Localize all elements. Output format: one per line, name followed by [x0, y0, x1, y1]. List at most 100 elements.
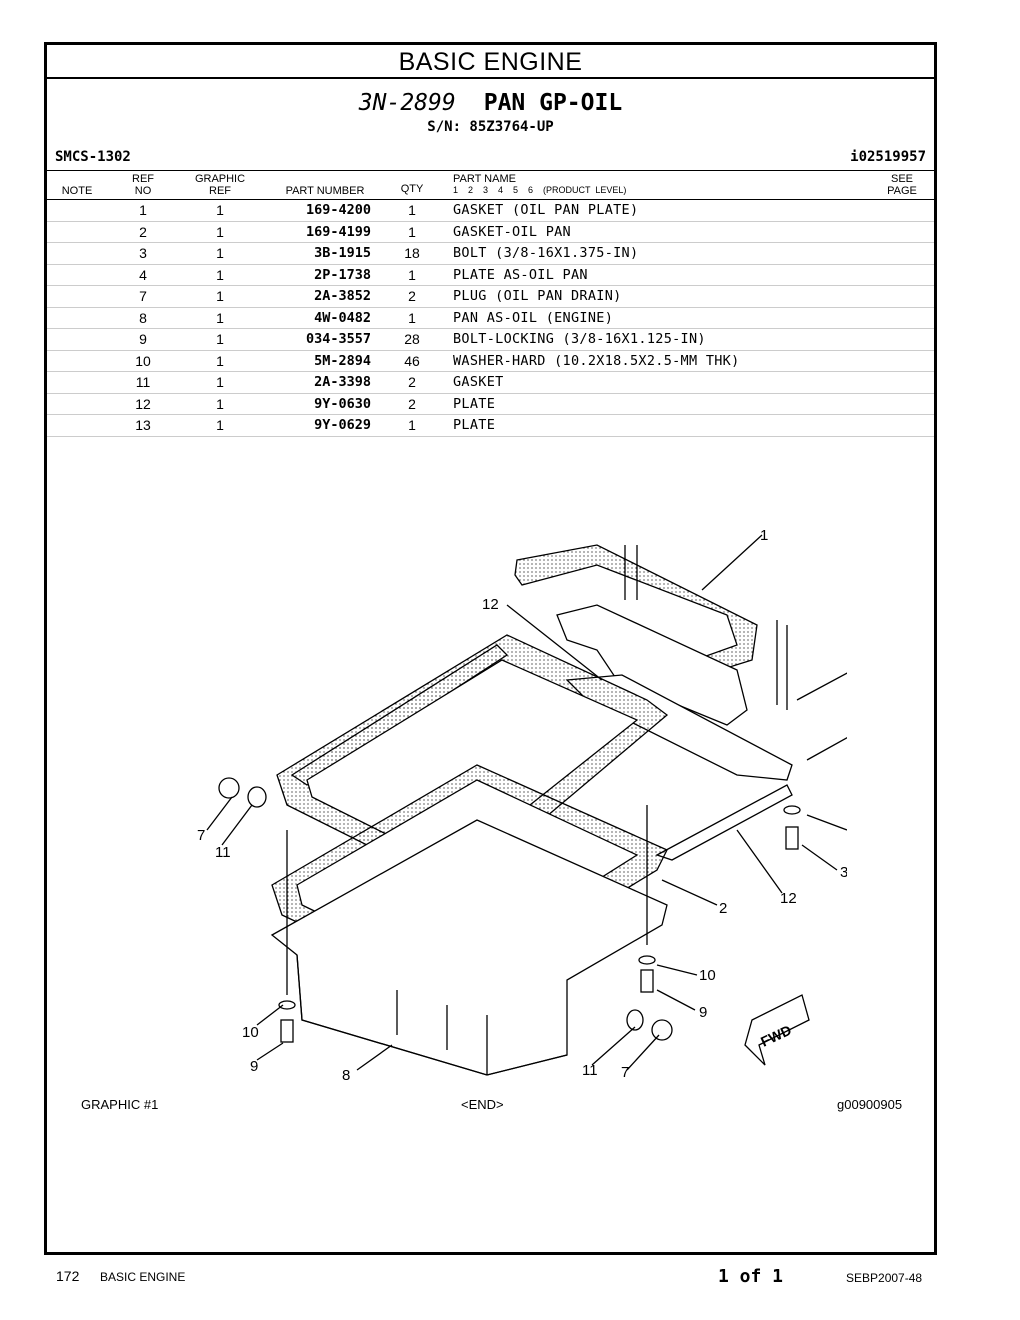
qty: 1: [408, 223, 416, 240]
ref-no: 2: [139, 223, 147, 240]
drain-plug-left: [218, 777, 240, 799]
ref-no: 3: [139, 245, 147, 261]
table-row: 12 1 9Y-0630 2 PLATE: [47, 394, 934, 415]
graphic-id: g00900905: [837, 1097, 903, 1112]
qty: 1: [408, 266, 416, 283]
part-number: 4W-0482: [314, 309, 371, 326]
ref-no: 11: [135, 374, 151, 390]
ref-no: 10: [135, 352, 151, 369]
ref-no: 8: [139, 309, 147, 326]
smcs-code: SMCS-1302: [55, 149, 131, 165]
callout-12-lower: 12: [780, 890, 797, 907]
table-row: 3 1 3B-1915 18 BOLT (3/8-16X1.375-IN): [47, 243, 934, 265]
graphic-ref: 1: [216, 417, 224, 433]
graphic-label: GRAPHIC #1: [81, 1097, 159, 1112]
group-part-number: 3N-2899: [358, 90, 456, 116]
part-number: 2P-1738: [314, 266, 371, 283]
col-see-top: SEE: [890, 173, 913, 185]
exploded-view-drawing: 1 12 4 13 7 11 10 3 2 12 10 9 10 9 8 11 …: [197, 527, 847, 1084]
qty: 1: [408, 202, 416, 218]
table-row: 8 1 4W-0482 1 PAN AS-OIL (ENGINE): [47, 308, 934, 329]
ref-no: 1: [139, 202, 147, 218]
callout-11-lower: 11: [582, 1062, 598, 1079]
part-name: WASHER-HARD (10.2X18.5X2.5-MM THK): [453, 352, 740, 369]
part-number: 169-4200: [305, 202, 371, 218]
graphic-ref: 1: [216, 374, 224, 390]
end-label: <END>: [461, 1097, 504, 1112]
callout-7-lower: 7: [621, 1064, 629, 1081]
callout-9-lower: 9: [699, 1004, 707, 1021]
part-name: BOLT (3/8-16X1.375-IN): [453, 245, 639, 261]
graphic-ref: 1: [216, 266, 224, 283]
col-graphic-bottom: REF: [209, 185, 231, 197]
ref-no: 13: [135, 417, 151, 433]
part-name: PAN AS-OIL (ENGINE): [453, 309, 614, 326]
part-name: BOLT-LOCKING (3/8-16X1.125-IN): [453, 331, 706, 347]
part-name: PLUG (OIL PAN DRAIN): [453, 288, 622, 304]
col-product-level: 1 2 3 4 5 6 (PRODUCT LEVEL): [453, 185, 627, 195]
col-see-bottom: PAGE: [887, 185, 917, 197]
footer-section: BASIC ENGINE: [100, 1270, 186, 1284]
drain-gasket-right: [626, 1009, 644, 1031]
qty: 28: [404, 331, 420, 347]
callout-8: 8: [342, 1067, 350, 1084]
qty: 18: [404, 245, 420, 261]
drain-plug-right: [651, 1019, 673, 1041]
page-number: 172: [56, 1268, 80, 1284]
table-row: 4 1 2P-1738 1 PLATE AS-OIL PAN: [47, 265, 934, 286]
illustration-id: i02519957: [850, 149, 926, 165]
graphic-ref: 1: [216, 245, 224, 261]
part-name: PLATE: [453, 395, 496, 412]
ref-no: 12: [135, 395, 151, 412]
part-name: PLATE AS-OIL PAN: [453, 266, 588, 283]
part-name: GASKET (OIL PAN PLATE): [453, 202, 639, 218]
serial-number: S/N: 85Z3764-UP: [427, 119, 554, 135]
part-number: 5M-2894: [314, 352, 371, 369]
plate-12-right: [655, 784, 793, 861]
callout-10-lower: 10: [699, 967, 716, 984]
table-row: 13 1 9Y-0629 1 PLATE: [47, 415, 934, 437]
callout-12: 12: [482, 596, 499, 613]
col-graphic-top: GRAPHIC: [194, 173, 246, 185]
qty: 2: [408, 395, 416, 412]
table-row: 2 1 169-4199 1 GASKET-OIL PAN: [47, 222, 934, 243]
part-number: 9Y-0630: [314, 395, 371, 412]
column-headers: NOTE REF NO GRAPHIC REF PART NUMBER QTY …: [47, 170, 934, 200]
group-name: PAN GP-OIL: [483, 90, 623, 116]
ref-no: 7: [139, 288, 147, 304]
graphic-ref: 1: [216, 352, 224, 369]
graphic-ref: 1: [216, 309, 224, 326]
callout-10-left: 10: [242, 1024, 259, 1041]
ref-no: 4: [139, 266, 147, 283]
part-name: GASKET-OIL PAN: [453, 223, 571, 240]
part-name: PLATE: [453, 417, 496, 433]
callout-9-left: 9: [250, 1058, 258, 1075]
part-number: 169-4199: [305, 223, 371, 240]
graphic-ref: 1: [216, 331, 224, 347]
qty: 1: [408, 417, 416, 433]
callout-2: 2: [719, 900, 727, 917]
ref-no: 9: [139, 331, 147, 347]
document-number: SEBP2007-48: [846, 1271, 923, 1285]
col-part-name: PART NAME: [453, 173, 516, 185]
graphic-ref: 1: [216, 395, 224, 412]
qty: 2: [408, 374, 416, 390]
callout-11: 11: [215, 844, 231, 861]
oil-pan-plate: [556, 604, 748, 726]
callout-3: 3: [840, 864, 847, 881]
graphic-ref: 1: [216, 223, 224, 240]
callout-1: 1: [760, 527, 768, 544]
part-number: 9Y-0629: [314, 417, 371, 433]
qty: 1: [408, 309, 416, 326]
drain-gasket-left: [247, 786, 267, 808]
col-part-number: PART NUMBER: [285, 185, 365, 197]
col-ref-top: REF: [132, 173, 154, 185]
col-ref-bottom: NO: [134, 185, 152, 197]
part-number: 3B-1915: [314, 245, 371, 261]
